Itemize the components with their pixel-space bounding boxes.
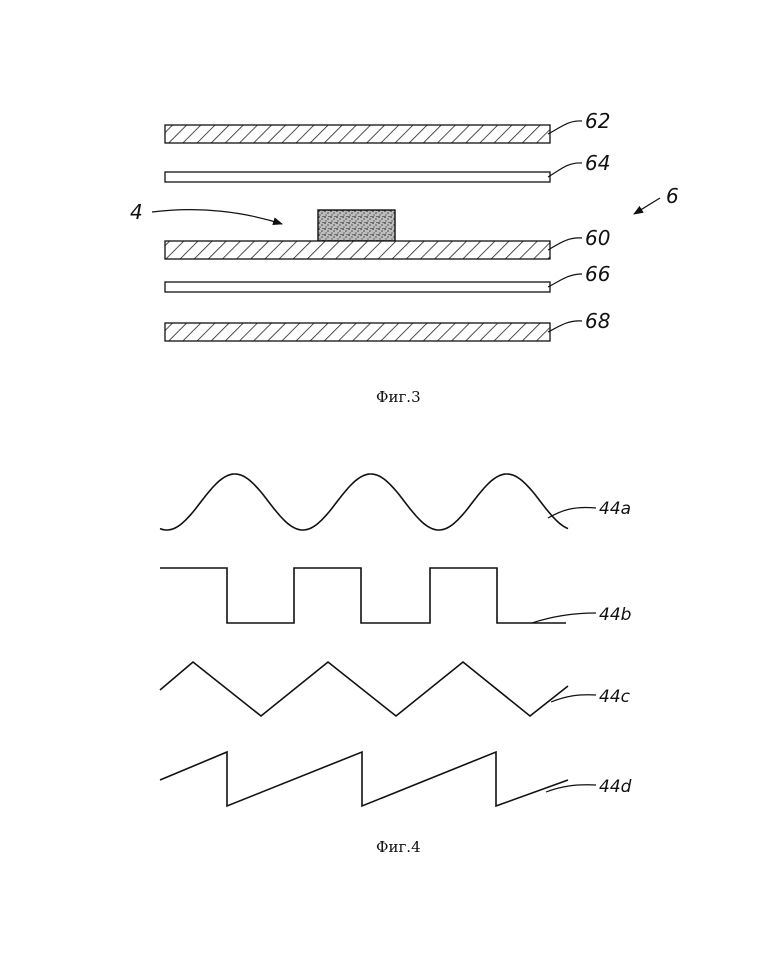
layer-68: [165, 323, 550, 341]
leader-62: [548, 121, 582, 134]
leader-44b: [532, 613, 596, 623]
label-44b: 44b: [599, 605, 631, 625]
label-60: 60: [585, 226, 610, 250]
leader-68: [548, 321, 582, 332]
label-4: 4: [130, 200, 143, 224]
waveform-sine-44a: [160, 474, 568, 530]
layer-60: [165, 241, 550, 259]
fig3-caption: Фиг.3: [376, 388, 421, 406]
layer-66: [165, 282, 550, 292]
label-66: 66: [585, 262, 610, 286]
waveform-triangle-44c: [160, 662, 568, 716]
label-68: 68: [585, 309, 610, 333]
leader-66: [548, 274, 582, 287]
leader-44c: [551, 695, 596, 702]
fig4-caption: Фиг.4: [376, 838, 421, 856]
leader-6-arrow: [634, 198, 660, 214]
label-62: 62: [585, 109, 610, 133]
waveform-square-44b: [160, 568, 566, 623]
layer-62: [165, 125, 550, 143]
label-44d: 44d: [599, 777, 632, 797]
leader-4-arrow: [152, 210, 282, 224]
waveform-sawtooth-44d: [160, 752, 568, 806]
label-44a: 44a: [599, 499, 631, 519]
label-44c: 44c: [599, 687, 631, 707]
fig3: 62 64 60 66 68 6 4 Фиг.3: [130, 109, 679, 406]
label-6: 6: [666, 184, 679, 208]
chip-component-4: [318, 210, 395, 241]
label-64: 64: [585, 151, 610, 175]
leader-64: [548, 163, 582, 177]
fig4: 44a 44b 44c 44d Фиг.4: [160, 474, 632, 856]
leader-60: [548, 238, 582, 250]
layer-64: [165, 172, 550, 182]
leader-44a: [548, 507, 596, 518]
